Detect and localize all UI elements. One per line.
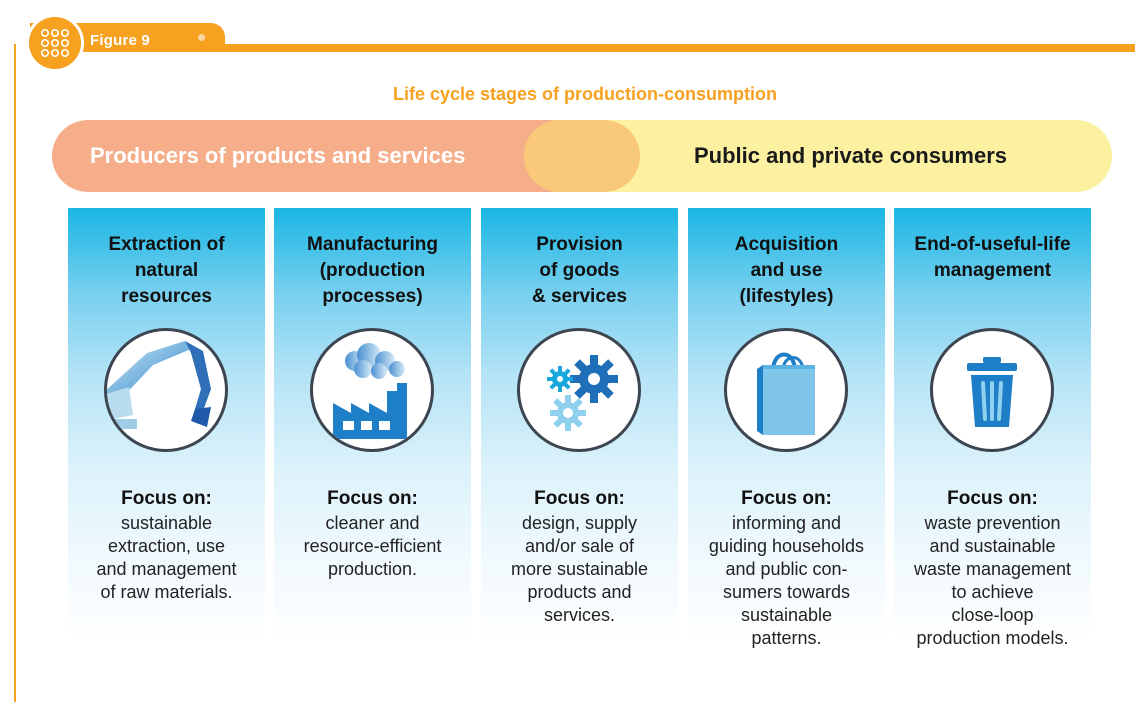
factory-icon <box>310 328 434 452</box>
trash-bin-icon <box>930 328 1054 452</box>
stage-end-of-life: End-of-useful-life management Focus on: … <box>894 208 1091 648</box>
focus-text: waste prevention and sustainable waste m… <box>913 513 1072 648</box>
stage-provision: Provision of goods & services <box>481 208 678 640</box>
consumers-label: Public and private consumers <box>694 143 1007 168</box>
focus-text: sustainable extraction, use and manageme… <box>96 513 237 602</box>
figure-label: Figure 9 <box>90 32 150 49</box>
focus-label: Focus on: <box>741 488 832 509</box>
stage-heading: Acquisition and use (lifestyles) <box>734 234 839 307</box>
gears-icon <box>517 328 641 452</box>
figure-frame-top <box>36 44 1135 52</box>
focus-label: Focus on: <box>327 488 418 509</box>
stage-heading: Provision of goods & services <box>531 234 628 307</box>
stage-heading: Manufacturing (production processes) <box>307 234 438 307</box>
shopping-bag-icon <box>724 328 848 452</box>
figure-grid-icon <box>26 14 84 72</box>
focus-text: informing and guiding households and pub… <box>708 513 865 648</box>
focus-label: Focus on: <box>534 488 625 509</box>
figure-tab-dot <box>198 34 205 41</box>
diagram-title: Life cycle stages of production-consumpt… <box>392 84 778 104</box>
stage-heading: End-of-useful-life management <box>914 234 1071 281</box>
stage-heading: Extraction of natural resources <box>108 234 225 307</box>
stage-acquisition: Acquisition and use (lifestyles) Focus o… <box>688 208 885 648</box>
producers-label: Producers of products and services <box>90 143 466 168</box>
focus-text: cleaner and resource-efficient productio… <box>303 513 442 579</box>
focus-text: design, supply and/or sale of more susta… <box>510 513 649 625</box>
focus-label: Focus on: <box>121 488 212 509</box>
stage-extraction: Extraction of natural resources Focus on… <box>68 208 265 640</box>
banner-overlap <box>524 120 640 192</box>
stage-manufacturing: Manufacturing (production processes) Foc… <box>274 208 471 640</box>
excavator-icon <box>104 328 228 452</box>
focus-label: Focus on: <box>947 488 1038 509</box>
figure-frame-left <box>14 44 16 702</box>
